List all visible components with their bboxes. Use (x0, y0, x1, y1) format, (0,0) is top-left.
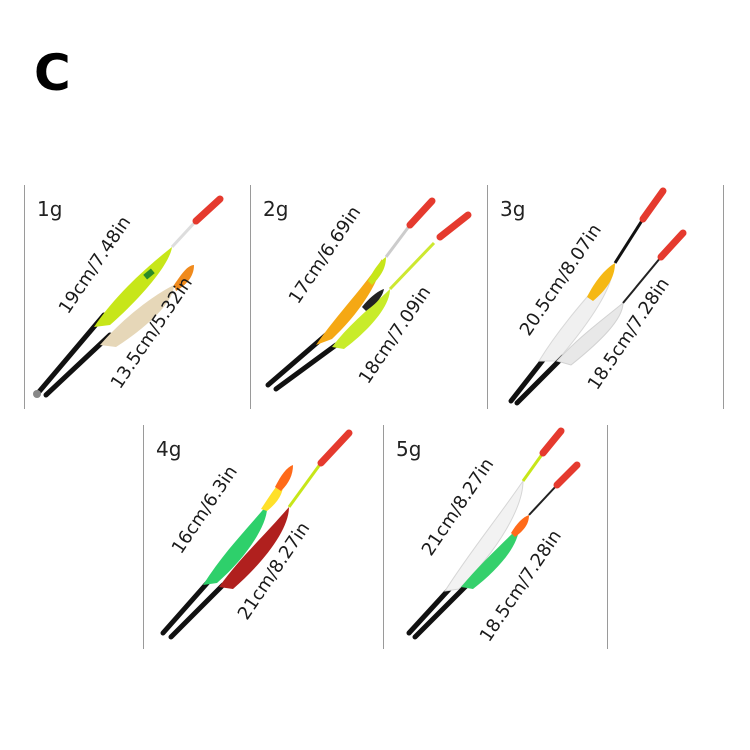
float-b-image (33, 265, 194, 398)
size-label-a: 17cm/6.69in (285, 202, 366, 307)
panel-divider (607, 425, 608, 649)
float-b-image (412, 461, 581, 640)
panel-divider (723, 185, 724, 409)
float-illustration: 21cm/8.27in 18.5cm/7.28in (406, 427, 581, 646)
float-a-image (406, 427, 565, 636)
product-panel-2g: 2g 17cm/6.69in 18cm/7.09in (250, 185, 487, 409)
size-label-a: 16cm/6.3in (168, 462, 242, 558)
section-letter: C (34, 44, 71, 102)
float-a-image (265, 197, 436, 388)
weight-label: 2g (263, 197, 289, 221)
float-a-image (35, 195, 224, 396)
product-panel-5g: 5g 21cm/8.27in 18.5cm/7.28in (383, 425, 608, 649)
float-illustration: 20.5cm/8.07in 18.5cm/7.28in (508, 187, 687, 406)
product-panel-1g: 1g 19cm/7.48in 13.5cm/5.32in (24, 185, 261, 409)
weight-label: 4g (156, 437, 182, 461)
weight-label: 1g (37, 197, 63, 221)
float-illustration: 19cm/7.48in 13.5cm/5.32in (33, 195, 224, 398)
panel-divider (250, 185, 251, 409)
float-b-image (514, 229, 687, 406)
float-illustration: 16cm/6.3in 21cm/8.27in (160, 429, 353, 640)
float-a-image (160, 465, 293, 636)
product-panel-3g: 3g 20.5cm/8.07in 18.5cm/7.28in (487, 185, 724, 409)
weight-label: 5g (396, 437, 422, 461)
float-b-image (273, 211, 472, 392)
size-label-a: 20.5cm/8.07in (516, 220, 606, 340)
weight-label: 3g (500, 197, 526, 221)
panel-divider (24, 185, 25, 409)
float-illustration: 17cm/6.69in 18cm/7.09in (265, 197, 472, 392)
product-panel-4g: 4g 16cm/6.3in 21cm/8.27in (143, 425, 380, 649)
panel-divider (383, 425, 384, 649)
size-label-b: 18cm/7.09in (355, 282, 436, 387)
float-a-image (508, 187, 667, 404)
panel-divider (487, 185, 488, 409)
panel-divider (143, 425, 144, 649)
float-b-image (168, 429, 353, 640)
